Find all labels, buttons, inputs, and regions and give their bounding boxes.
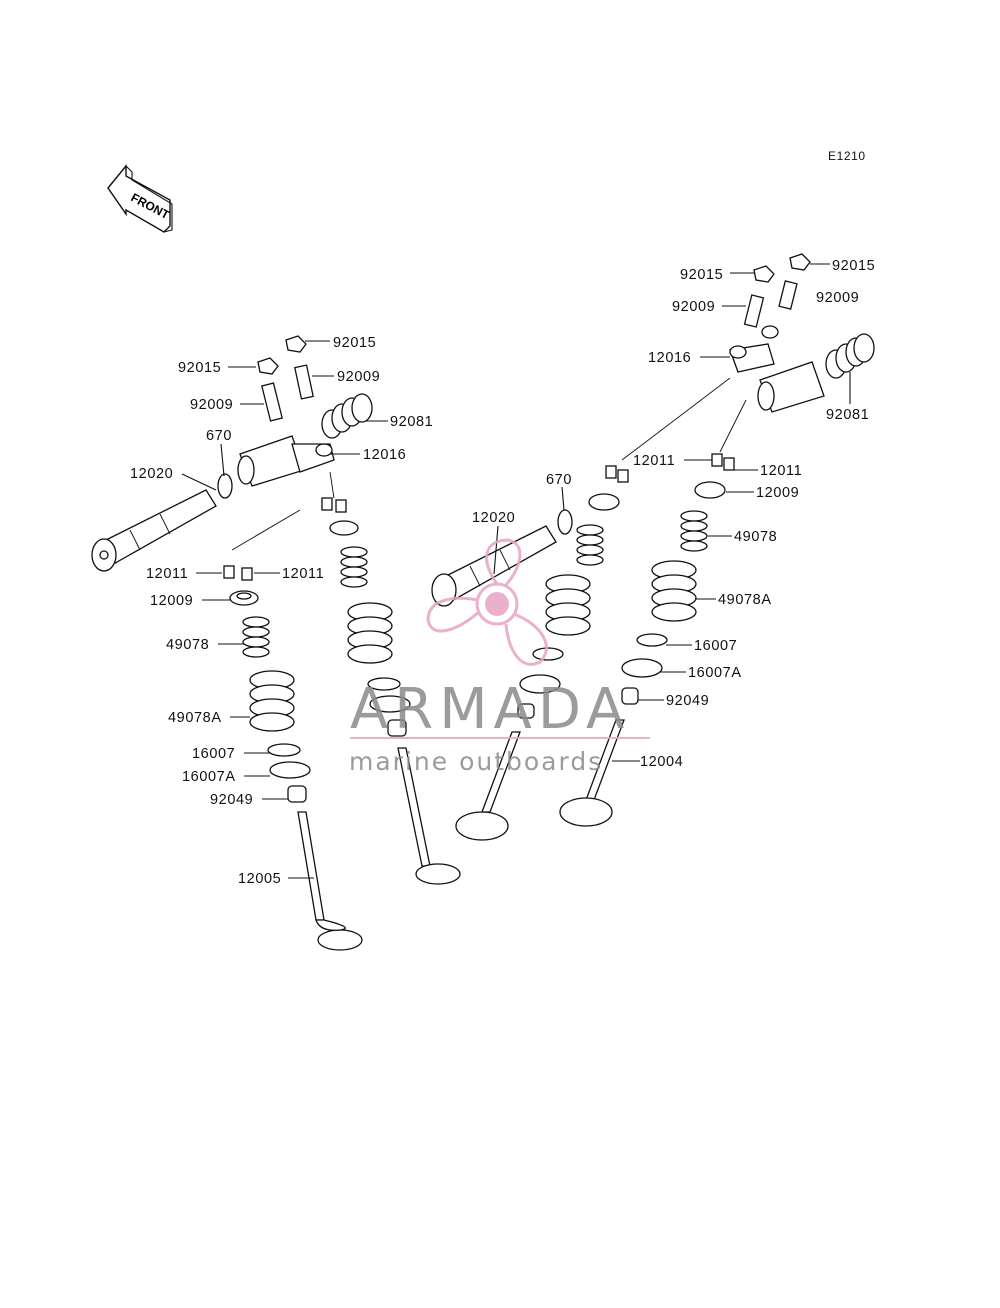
label-12011: 12011 xyxy=(146,566,188,582)
label-92009: 92009 xyxy=(672,299,715,315)
label-16007: 16007 xyxy=(694,638,737,654)
label-92081: 92081 xyxy=(826,407,869,423)
collet-right-4 xyxy=(723,457,735,471)
adjust-screw-right-1 xyxy=(743,294,765,328)
nut-right-1 xyxy=(753,265,775,283)
label-670: 670 xyxy=(546,472,572,488)
label-12009: 12009 xyxy=(150,593,193,609)
rocker-arm-left xyxy=(231,435,335,551)
o-ring-left xyxy=(217,473,233,499)
label-92009: 92009 xyxy=(816,290,859,306)
valve-stack-right xyxy=(559,481,726,827)
adjust-screw-left-2 xyxy=(294,364,314,400)
watermark-brand: ARMADA xyxy=(350,677,630,742)
collet-right-3 xyxy=(711,453,723,467)
label-92015: 92015 xyxy=(832,258,875,274)
leader-lines xyxy=(181,263,851,879)
part-labels: 92015 92015 92015 92015 92009 92009 9200… xyxy=(130,258,875,887)
valve-stack-right-2 xyxy=(455,493,620,841)
label-92009: 92009 xyxy=(337,369,380,385)
armada-watermark: ARMADA marine outboards xyxy=(349,538,650,776)
label-92015: 92015 xyxy=(680,267,723,283)
label-12020: 12020 xyxy=(130,466,173,482)
propeller-logo-icon xyxy=(426,538,548,666)
nut-left-2 xyxy=(285,335,307,353)
label-12011: 12011 xyxy=(633,453,675,469)
collet-left-3 xyxy=(321,497,333,511)
label-12016: 12016 xyxy=(648,350,691,366)
label-92015: 92015 xyxy=(333,335,376,351)
label-16007: 16007 xyxy=(192,746,235,762)
collet-left-4 xyxy=(335,499,347,513)
label-12005: 12005 xyxy=(238,871,281,887)
valve-stack-left-2 xyxy=(329,520,461,885)
label-49078a: 49078A xyxy=(718,592,772,608)
label-12011: 12011 xyxy=(760,463,802,479)
adjust-screw-right-2 xyxy=(778,280,798,310)
label-12004: 12004 xyxy=(640,754,683,770)
label-92009: 92009 xyxy=(190,397,233,413)
rocker-arm-right xyxy=(621,325,825,461)
label-12020: 12020 xyxy=(472,510,515,526)
rocker-spring-right xyxy=(825,333,875,379)
adjust-screw-left-1 xyxy=(261,382,283,422)
rocker-spring-left xyxy=(321,393,373,439)
label-49078a: 49078A xyxy=(168,710,222,726)
label-49078: 49078 xyxy=(166,637,209,653)
label-49078: 49078 xyxy=(734,529,777,545)
label-12016: 12016 xyxy=(363,447,406,463)
collet-left-2 xyxy=(241,567,253,581)
nut-left-1 xyxy=(257,357,279,375)
o-ring-right xyxy=(557,509,573,535)
nut-right-2 xyxy=(789,253,811,271)
label-92049: 92049 xyxy=(210,792,253,808)
collet-right-1 xyxy=(605,465,617,479)
label-92081: 92081 xyxy=(390,414,433,430)
label-670: 670 xyxy=(206,428,232,444)
valve-stack-left xyxy=(229,590,363,951)
label-16007a: 16007A xyxy=(688,665,742,681)
camshaft-left xyxy=(91,489,217,572)
label-92049: 92049 xyxy=(666,693,709,709)
watermark-tagline: marine outboards xyxy=(349,747,603,776)
label-12011: 12011 xyxy=(282,566,324,582)
label-12009: 12009 xyxy=(756,485,799,501)
label-16007a: 16007A xyxy=(182,769,236,785)
front-arrow-icon: FRONT xyxy=(107,164,173,233)
diagram-code: E1210 xyxy=(828,149,866,163)
collet-right-2 xyxy=(617,469,629,483)
collet-left-1 xyxy=(223,565,235,579)
label-92015: 92015 xyxy=(178,360,221,376)
